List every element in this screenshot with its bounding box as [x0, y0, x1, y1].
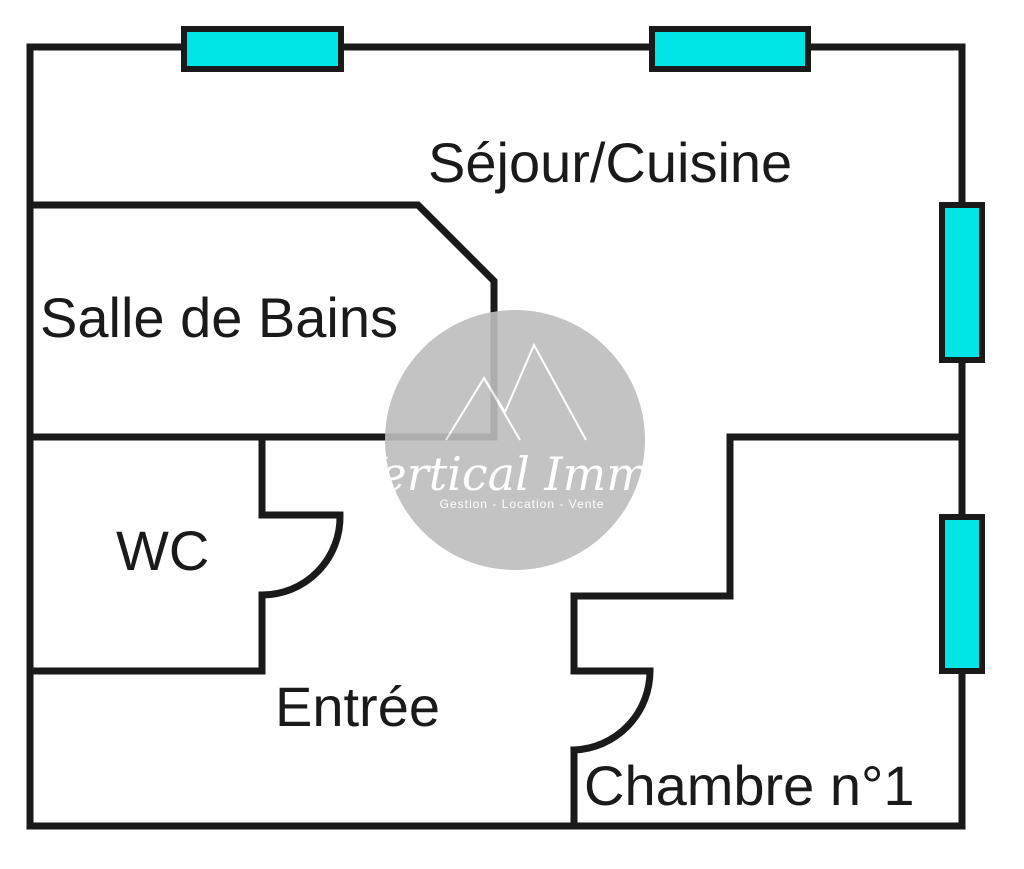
windows [181, 26, 985, 674]
label-wc: WC [116, 519, 209, 582]
watermark-brand: Vertical Immo [350, 447, 677, 501]
label-sejour-cuisine: Séjour/Cuisine [428, 131, 792, 194]
watermark-tagline: Gestion - Location - Vente [440, 497, 605, 511]
label-salle-de-bains: Salle de Bains [40, 286, 398, 349]
bedroom-door-arc [570, 667, 654, 754]
wc-door-arc [258, 511, 344, 599]
label-chambre: Chambre n°1 [584, 754, 915, 817]
mountain-logo-inner [483, 377, 521, 441]
window-right-lower [939, 514, 985, 674]
wc-right-wall-bottom [26, 591, 266, 675]
window-top-left [181, 26, 344, 72]
mountain-logo [445, 342, 587, 441]
room-labels: Séjour/Cuisine Salle de Bains WC Entrée … [40, 131, 915, 817]
watermark: Vertical Immo Gestion - Location - Vente [350, 310, 678, 570]
label-entree: Entrée [275, 675, 440, 738]
window-top-right [649, 26, 811, 72]
watermark-disc [385, 310, 645, 570]
window-right-upper [939, 202, 985, 363]
bedroom-left-wall [570, 433, 734, 675]
